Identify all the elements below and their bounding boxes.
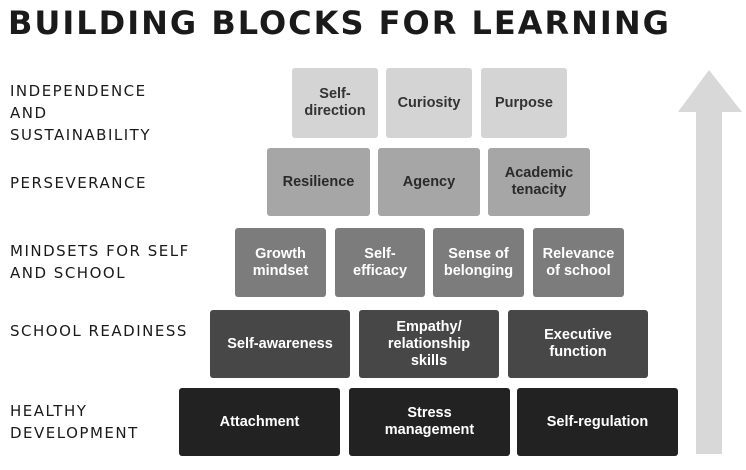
block-curiosity: Curiosity: [386, 68, 472, 138]
block-executive-function: Executive function: [508, 310, 648, 378]
block-agency: Agency: [378, 148, 480, 216]
block-resilience: Resilience: [267, 148, 370, 216]
block-empathy-relationship-skills: Empathy/ relationship skills: [359, 310, 499, 378]
level-label-mindsets: Mindsets for Self and School: [10, 242, 190, 282]
block-self-regulation: Self-regulation: [517, 388, 678, 456]
block-attachment: Attachment: [179, 388, 340, 456]
block-purpose: Purpose: [481, 68, 567, 138]
block-sense-of-belonging: Sense of belonging: [433, 228, 524, 297]
level-label-independence: Independence and Sustainability: [10, 82, 152, 144]
up-arrow-icon: [678, 70, 742, 454]
block-relevance-of-school: Relevance of school: [533, 228, 624, 297]
block-self-awareness: Self-awareness: [210, 310, 350, 378]
block-self-efficacy: Self-efficacy: [335, 228, 425, 297]
level-label-perseverance: Perseverance: [10, 174, 147, 192]
block-growth-mindset: Growth mindset: [235, 228, 326, 297]
level-label-school-readiness: School Readiness: [10, 322, 188, 340]
diagram-title: Building Blocks for Learning: [8, 4, 671, 42]
block-academic-tenacity: Academic tenacity: [488, 148, 590, 216]
level-label-healthy-development: Healthy Development: [10, 402, 139, 442]
block-self-direction: Self-direction: [292, 68, 378, 138]
block-stress-management: Stress management: [349, 388, 510, 456]
